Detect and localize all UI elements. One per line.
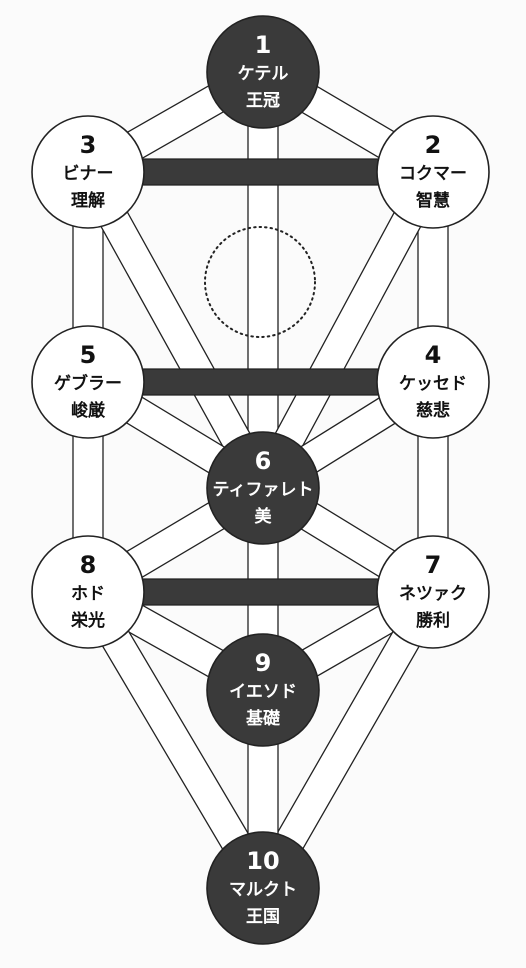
sephirah-name: ビナー bbox=[63, 164, 114, 184]
sephirah-name: ネツァク bbox=[399, 584, 467, 604]
sephirah-circle bbox=[206, 831, 320, 945]
sephirah-number: 9 bbox=[255, 649, 272, 677]
sephirah-circle bbox=[31, 115, 145, 229]
sephirah-meaning: 慈悲 bbox=[416, 400, 450, 421]
sephirah-meaning: 栄光 bbox=[70, 610, 105, 631]
sephirah-number: 10 bbox=[246, 847, 279, 875]
sephirah-circle bbox=[376, 325, 490, 439]
sephirah-number: 3 bbox=[80, 131, 97, 159]
sephirah-circle bbox=[206, 431, 320, 545]
sephirah-number: 5 bbox=[80, 341, 97, 369]
daat-layer bbox=[204, 226, 316, 338]
sephirah-number: 8 bbox=[80, 551, 97, 579]
sephirah-circle bbox=[376, 115, 490, 229]
sephirah-name: ティファレト bbox=[213, 480, 314, 500]
sephirah-meaning: 理解 bbox=[71, 190, 105, 211]
sephirah-meaning: 智慧 bbox=[416, 190, 450, 211]
sephirah-meaning: 王冠 bbox=[246, 91, 280, 111]
sephirah-number: 4 bbox=[425, 341, 442, 369]
sephirah-circle bbox=[376, 535, 490, 649]
sephirah-name: ゲブラー bbox=[54, 373, 122, 394]
sephirah-number: 7 bbox=[425, 551, 442, 579]
sephirah-meaning: 王国 bbox=[246, 907, 280, 927]
sephirah-meaning: 基礎 bbox=[245, 708, 281, 729]
sephirah-name: マルクト bbox=[229, 880, 297, 900]
sephirah-name: イエソド bbox=[229, 682, 297, 702]
sephirah-meaning: 美 bbox=[255, 506, 273, 527]
daat-dotted-circle bbox=[204, 226, 316, 338]
sephirah-circle bbox=[206, 15, 320, 129]
sephirah-number: 2 bbox=[425, 131, 442, 159]
sephirah-name: ケテル bbox=[238, 64, 289, 84]
sephirah-meaning: 勝利 bbox=[416, 610, 450, 631]
sephirah-name: ケッセド bbox=[399, 374, 467, 394]
sephirah-number: 6 bbox=[255, 447, 272, 475]
sephirah-circle bbox=[31, 325, 145, 439]
sephirah-number: 1 bbox=[255, 31, 272, 59]
sephirah-circle bbox=[206, 633, 320, 747]
sephirah-circle bbox=[31, 535, 145, 649]
sephirah-name: コクマー bbox=[399, 164, 467, 184]
path-1-6 bbox=[247, 71, 279, 489]
sephirah-meaning: 峻厳 bbox=[71, 400, 106, 421]
sephirah-name: ホド bbox=[71, 584, 105, 604]
